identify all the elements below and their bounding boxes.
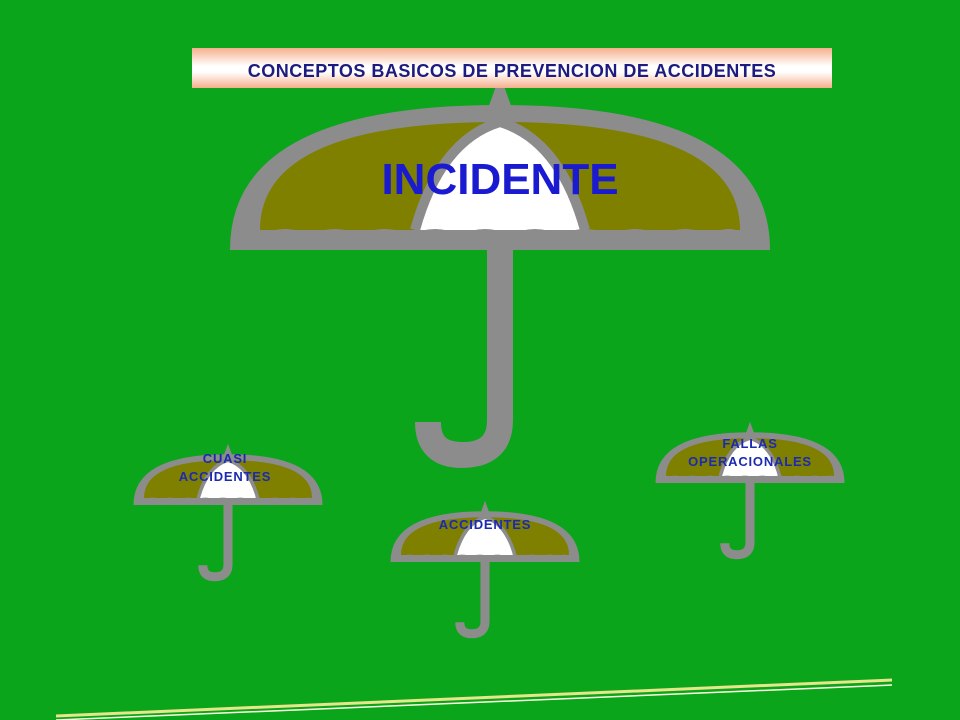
fallas-line2: OPERACIONALES [688, 454, 812, 469]
cuasi-line2: ACCIDENTES [178, 469, 272, 484]
page-title: CONCEPTOS BASICOS DE PREVENCION DE ACCID… [247, 60, 777, 81]
bottom-line-2 [55, 684, 893, 720]
main-umbrella-icon [230, 75, 770, 455]
fallas-line1: FALLAS [722, 436, 778, 451]
bottom-line [55, 678, 893, 718]
fallas-operacionales-label: FALLAS OPERACIONALES [665, 435, 835, 471]
cuasi-line1: CUASI [202, 451, 248, 466]
incidente-label: INCIDENTE [381, 155, 619, 204]
title-banner: CONCEPTOS BASICOS DE PREVENCION DE ACCID… [192, 48, 832, 88]
cuasi-accidentes-label: CUASI ACCIDENTES [150, 450, 300, 486]
accidentes-label: ACCIDENTES [438, 517, 532, 532]
